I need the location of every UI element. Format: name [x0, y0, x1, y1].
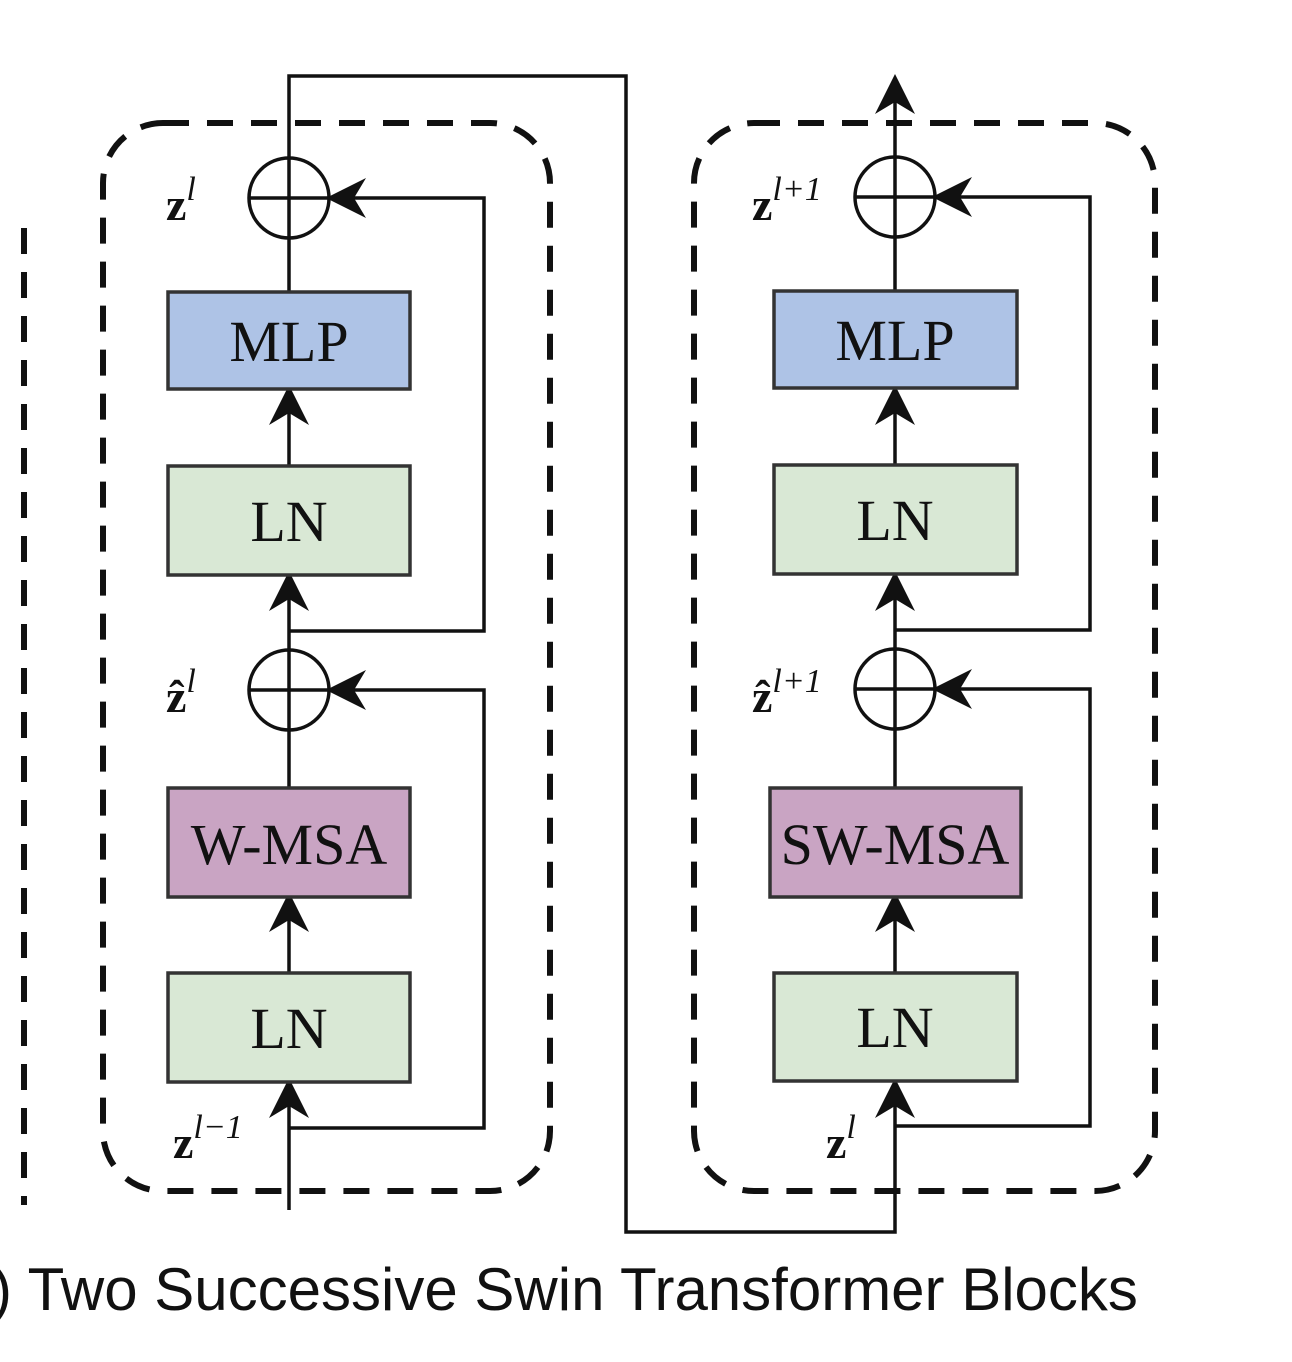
block1-mlp-label: MLP — [229, 309, 348, 374]
block2-sum-top — [853, 155, 937, 239]
block1-container — [100, 120, 553, 1194]
inter-block-connector — [287, 74, 915, 1234]
block2-z-hat-symbol: ẑl+1 — [752, 663, 822, 722]
block1-sum-bottom — [247, 648, 331, 732]
block2-container — [691, 120, 1158, 1194]
block1: MLP LN W-MSA LN zl ẑl zl−1 — [166, 156, 486, 1210]
block2: MLP LN SW-MSA LN zl+1 ẑl+1 zl — [752, 74, 1092, 1168]
block1-skip-connection-2 — [289, 178, 486, 633]
block1-skip-connection-1 — [289, 670, 486, 1130]
block2-ln-bottom-box — [772, 971, 1019, 1083]
figure-caption: ) Two Successive Swin Transformer Blocks — [0, 1256, 1138, 1323]
block1-sum-top — [247, 156, 331, 240]
block2-ln-bottom-label: LN — [856, 995, 933, 1060]
block1-ln-bottom-label: LN — [250, 996, 327, 1061]
block2-z-out-symbol: zl+1 — [752, 171, 822, 230]
block1-attn-label: W-MSA — [191, 812, 388, 877]
block2-ln-top-box — [772, 463, 1019, 576]
block1-z-in-symbol: zl−1 — [173, 1109, 243, 1168]
block1-z-hat-symbol: ẑl — [166, 663, 196, 722]
block2-skip-connection-1 — [895, 669, 1092, 1128]
block2-attn-box — [768, 786, 1023, 899]
block1-mlp-box — [166, 290, 412, 391]
block2-mlp-box — [772, 289, 1019, 390]
block2-z-in-symbol: zl — [826, 1109, 856, 1168]
block1-attn-box — [166, 786, 412, 899]
block2-sum-bottom — [853, 647, 937, 731]
block2-attn-label: SW-MSA — [781, 812, 1010, 877]
block1-z-out-symbol: zl — [166, 171, 196, 230]
block2-ln-top-label: LN — [856, 488, 933, 553]
block2-mlp-label: MLP — [835, 308, 954, 373]
block1-ln-bottom-box — [166, 971, 412, 1084]
block1-ln-top-label: LN — [250, 489, 327, 554]
block2-skip-connection-2 — [895, 177, 1092, 632]
block1-ln-top-box — [166, 464, 412, 577]
